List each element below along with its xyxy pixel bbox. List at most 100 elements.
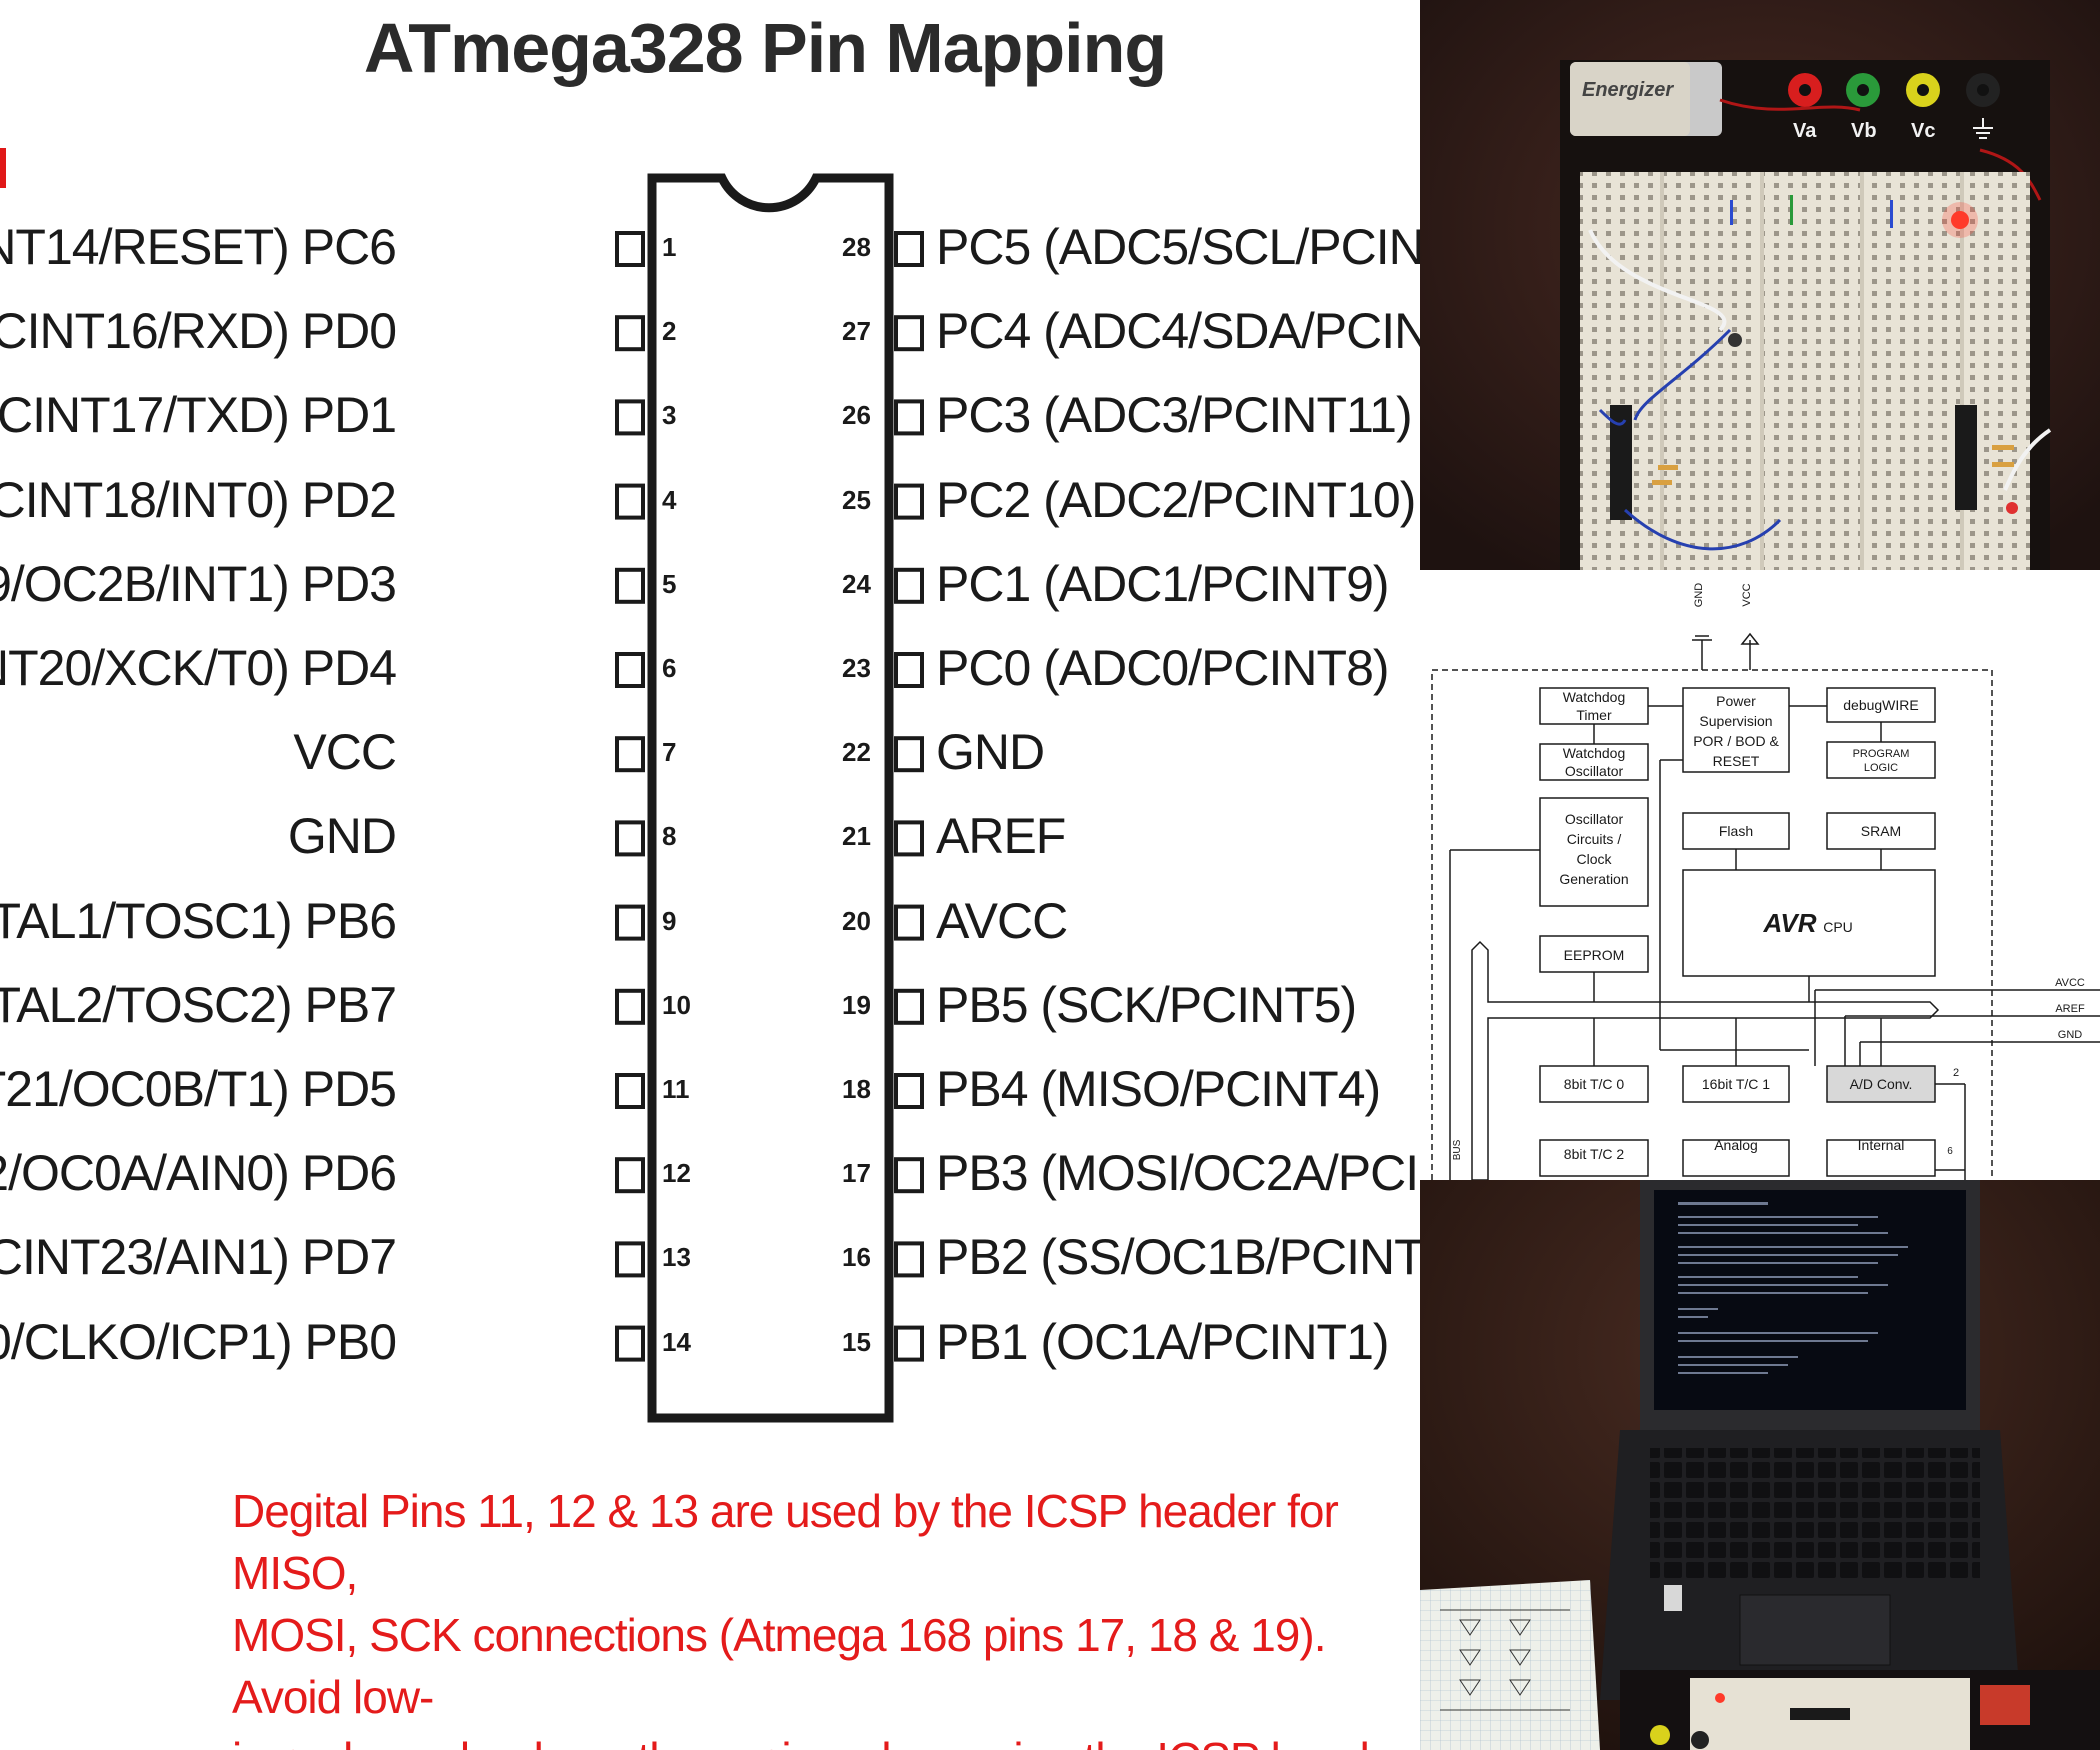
- bd-watchdog-timer-1: Watchdog: [1563, 689, 1626, 705]
- pinout-panel: ATmega328 Pin Mapping (PCINT14/RESET) PC…: [0, 9, 1420, 1750]
- pin-label-right: PC4 (ADC4/SDA/PCIN: [936, 303, 1420, 360]
- laptop-photo: [1420, 1180, 2100, 1750]
- pin-square-left: [615, 483, 645, 520]
- pin-number-right: 24: [842, 568, 871, 599]
- pin-square-right: [894, 399, 924, 436]
- pin-number-right: 25: [842, 484, 871, 515]
- bd-oscillator-3: Clock: [1576, 851, 1612, 867]
- pin-square-left: [615, 315, 645, 352]
- pin-square-right: [894, 567, 924, 604]
- bd-adc: A/D Conv.: [1850, 1076, 1913, 1092]
- ground-symbol-icon: [1973, 118, 1993, 139]
- bd-watchdog-osc-2: Oscillator: [1565, 763, 1624, 779]
- terminal-label: Vb: [1851, 120, 1877, 142]
- pin-number-right: 15: [842, 1326, 871, 1357]
- bd-bus: BUS: [1452, 1139, 1463, 1160]
- pin-number-left: 12: [662, 1158, 691, 1189]
- atmega-chip-left: [1610, 405, 1632, 520]
- icsp-note-line-1: Degital Pins 11, 12 & 13 are used by the…: [232, 1485, 1339, 1599]
- pin-label-left: (PCINT20/XCK/T0) PD4: [0, 640, 397, 696]
- pin-number-left: 9: [662, 905, 677, 936]
- pin-number-left: 8: [662, 821, 677, 852]
- laptop-screen: [1654, 1190, 1966, 1410]
- pin-square-left: [615, 904, 645, 941]
- icsp-note: Degital Pins 11, 12 & 13 are used by the…: [232, 1480, 1420, 1750]
- bd-cpu: CPU: [1823, 919, 1853, 935]
- pin-square-right: [894, 1241, 924, 1278]
- pin-square-left: [615, 1157, 645, 1194]
- bd-analog: Analog: [1714, 1137, 1758, 1153]
- bd-power-3: POR / BOD &: [1693, 733, 1779, 749]
- pin-square-right: [894, 904, 924, 941]
- red-edge-mark: [0, 148, 6, 188]
- bd-six: 6: [1947, 1146, 1953, 1157]
- pin-number-left: 10: [662, 989, 691, 1020]
- bd-gnd2: GND: [2058, 1029, 2083, 1041]
- bd-program-logic-2: LOGIC: [1864, 762, 1898, 774]
- pin-square-right: [894, 231, 924, 267]
- bd-oscillator-2: Circuits /: [1567, 831, 1622, 847]
- pin-square-left: [615, 736, 645, 773]
- pin-number-right: 16: [842, 1242, 871, 1273]
- atmega-chip-right: [1955, 405, 1977, 510]
- bd-watchdog-osc-1: Watchdog: [1563, 745, 1626, 761]
- bd-adc-two: 2: [1953, 1067, 1959, 1079]
- bd-debugwire: debugWIRE: [1843, 697, 1918, 713]
- pin-square-left: [615, 820, 645, 857]
- pin-label-left: VCC: [293, 724, 397, 781]
- pin-label-right: PC3 (ADC3/PCINT11): [936, 387, 1413, 444]
- pin-number-right: 21: [842, 821, 871, 852]
- pin-number-right: 19: [842, 989, 871, 1020]
- pin-label-left: (PCINT19/OC2B/INT1) PD3: [0, 555, 397, 612]
- icsp-note-line-3: impedance loads on these pins when using…: [232, 1728, 1420, 1750]
- pin-square-left: [615, 988, 645, 1025]
- pin-square-left: [615, 1241, 645, 1278]
- pin-square-left: [615, 231, 645, 267]
- pin-square-left: [615, 1325, 645, 1362]
- pin-label-right: PC2 (ADC2/PCINT10): [936, 471, 1416, 528]
- pin-label-right: PB3 (MOSI/OC2A/PCIN: [936, 1145, 1420, 1202]
- pin-number-left: 11: [662, 1074, 690, 1104]
- pin-label-left: GND: [287, 808, 397, 865]
- pin-square-right: [894, 988, 924, 1025]
- pin-number-left: 3: [662, 400, 677, 431]
- pin-label-right: PB5 (SCK/PCINT5): [936, 976, 1357, 1033]
- pin-label-left: (PCINT18/INT0) PD2: [0, 471, 397, 528]
- pin-label-right: PB4 (MISO/PCINT4): [936, 1061, 1381, 1117]
- pin-square-right: [894, 1325, 924, 1362]
- bd-tc1: 16bit T/C 1: [1702, 1076, 1770, 1092]
- pin-square-left: [615, 1073, 645, 1109]
- terminal-label: Vc: [1911, 120, 1935, 142]
- bd-oscillator-4: Generation: [1559, 871, 1628, 887]
- pin-label-left: (PCINT7/XTAL2/TOSC2) PB7: [0, 976, 397, 1033]
- pin-number-left: 1: [662, 232, 677, 262]
- pin-label-left: (PCINT22/OC0A/AIN0) PD6: [0, 1145, 397, 1202]
- bd-power-2: Supervision: [1699, 713, 1772, 729]
- pin-label-right: PC5 (ADC5/SCL/PCINT: [936, 219, 1420, 275]
- pin-number-left: 6: [662, 653, 677, 683]
- pin-label-left: (PCINT14/RESET) PC6: [0, 219, 397, 275]
- pin-number-right: 18: [842, 1074, 871, 1104]
- bd-tc0: 8bit T/C 0: [1564, 1076, 1625, 1092]
- bd-power-4: RESET: [1713, 753, 1760, 769]
- bd-oscillator-1: Oscillator: [1565, 811, 1624, 827]
- block-diagram: GND VCC Watchdog Timer Watchdog Oscillat…: [1420, 570, 2100, 1180]
- bd-sram: SRAM: [1861, 823, 1901, 839]
- bd-vcc-label: VCC: [1741, 583, 1753, 606]
- pin-squares: [615, 231, 924, 1362]
- pin-number-right: 23: [842, 653, 871, 683]
- pin-square-right: [894, 652, 924, 688]
- pin-square-right: [894, 315, 924, 352]
- bd-avr-logo: AVR: [1763, 908, 1817, 938]
- laptop-photo-drawing: [1420, 1180, 2100, 1750]
- pin-label-right: AREF: [936, 808, 1066, 865]
- pin-number-right: 22: [842, 737, 871, 768]
- pin-square-left: [615, 399, 645, 436]
- pin-number-left: 13: [662, 1242, 691, 1273]
- pinout-title: ATmega328 Pin Mapping: [363, 9, 1167, 87]
- red-module: [1980, 1685, 2030, 1725]
- battery-brand: Energizer: [1582, 79, 1674, 101]
- bd-flash: Flash: [1719, 823, 1753, 839]
